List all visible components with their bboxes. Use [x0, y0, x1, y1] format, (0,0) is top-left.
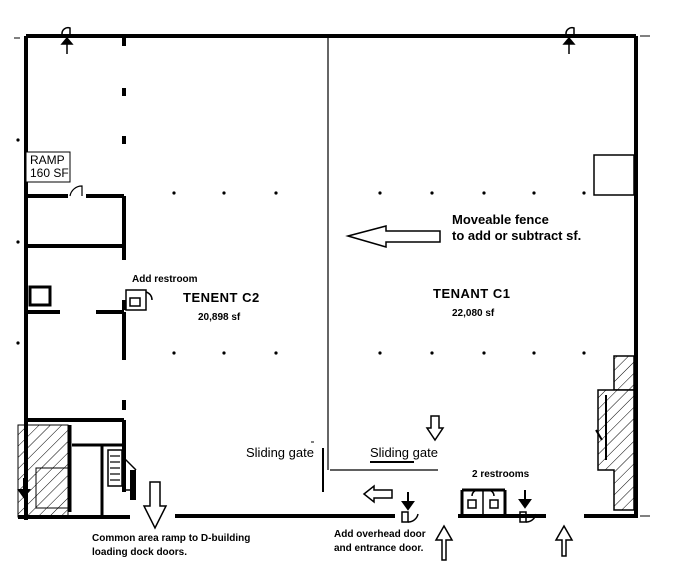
fence-note-line1: Moveable fence — [452, 212, 549, 227]
restroom-door-arrow-icon — [518, 490, 532, 509]
sliding-gate-right-label: Sliding gate — [370, 445, 438, 460]
top-right-door-icon — [562, 26, 576, 54]
common-ramp-note-line2: loading dock doors. — [92, 547, 188, 558]
tenent-c2-area: 20,898 sf — [198, 312, 241, 323]
tenant-c1-area: 22,080 sf — [452, 308, 495, 319]
small-closet — [28, 285, 52, 307]
restroom-door — [519, 511, 537, 523]
top-left-door-icon — [60, 26, 74, 54]
two-restrooms-fixture — [460, 488, 507, 514]
fence-note: Moveable fence to add or subtract sf. — [452, 212, 581, 244]
bottom-left-hatched-stairs — [17, 424, 72, 518]
add-restroom-label: Add restroom — [132, 274, 198, 285]
column-dots — [16, 138, 586, 355]
common-ramp-note: Common area ramp to D-building loading d… — [92, 532, 250, 560]
edge-ticks — [14, 35, 650, 517]
common-ramp-note-line1: Common area ramp to D-building — [92, 533, 251, 544]
interior-door-swing — [69, 185, 83, 197]
overhead-door-up-arrow-icon — [434, 524, 454, 561]
gate-left-arrow-icon — [362, 484, 393, 504]
stair-core — [72, 443, 124, 516]
entrance-door — [401, 511, 419, 523]
restroom-up-arrow-icon — [554, 524, 574, 557]
sliding-gate-left-marker — [311, 441, 324, 492]
outer-walls — [18, 34, 638, 520]
tenant-c1-name: TENANT C1 — [433, 286, 511, 301]
right-hatched-stairs — [595, 355, 635, 511]
entrance-door-arrow-icon — [401, 492, 415, 511]
ramp-label: RAMP 160 SF — [30, 154, 69, 180]
tenent-c2-name: TENENT C2 — [183, 290, 260, 305]
overhead-door-note-line1: Add overhead door — [334, 529, 426, 540]
add-restroom-fixture — [125, 289, 153, 311]
fence-note-line2: to add or subtract sf. — [452, 228, 582, 243]
overhead-door-note: Add overhead door and entrance door. — [334, 528, 426, 556]
stair-landing — [130, 470, 136, 500]
left-interior-walls — [26, 194, 126, 492]
right-utility-box — [593, 154, 635, 196]
ramp-label-line2: 160 SF — [30, 166, 69, 180]
overhead-door-note-line2: and entrance door. — [334, 543, 424, 554]
two-restrooms-label: 2 restrooms — [472, 469, 530, 480]
ramp-label-line1: RAMP — [30, 153, 65, 167]
sliding-gate-left-label: Sliding gate — [246, 445, 314, 460]
ramp-box — [25, 151, 71, 183]
gate-down-arrow-icon — [425, 415, 445, 442]
bottom-left-arrow-icon — [17, 478, 31, 499]
fence-left-arrow-icon — [345, 225, 441, 248]
stair-treads — [110, 455, 120, 481]
ramp-down-arrow-icon — [142, 481, 168, 530]
